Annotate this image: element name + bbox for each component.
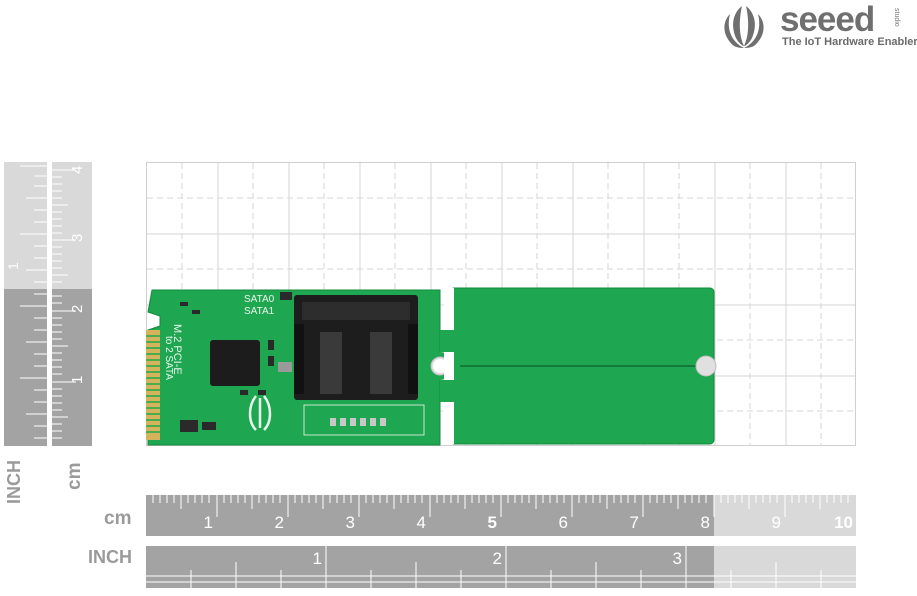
horizontal-cm-label: cm bbox=[104, 508, 132, 529]
vertical-cm-ruler: 1 2 3 4 bbox=[52, 162, 92, 446]
hcm-tick-10: 10 bbox=[834, 513, 853, 532]
horizontal-inch-ruler: 1 2 3 bbox=[146, 546, 856, 588]
hcm-tick-7: 7 bbox=[630, 513, 639, 532]
vcm-tick-3: 3 bbox=[69, 234, 86, 242]
silkscreen-outline bbox=[303, 404, 425, 436]
vertical-inch-label: INCH bbox=[4, 460, 24, 504]
silk-pcie: M.2 PCI-E bbox=[171, 324, 183, 375]
m2-sata-adapter-board: SATA0 SATA1 M.2 PCI-E to 2 SATA bbox=[146, 287, 717, 446]
m2-edge-connector bbox=[146, 330, 160, 440]
horizontal-inch-label: INCH bbox=[88, 547, 132, 567]
sata-connector bbox=[294, 295, 418, 400]
crystal bbox=[278, 362, 292, 372]
vcm-tick-4: 4 bbox=[69, 166, 86, 174]
controller-chip bbox=[210, 340, 260, 386]
hcm-tick-4: 4 bbox=[417, 513, 426, 532]
seeed-logo: seeed studio The IoT Hardware Enabler bbox=[716, 0, 917, 50]
hinch-tick-1: 1 bbox=[313, 549, 322, 568]
vertical-inch-ruler: 1 bbox=[4, 162, 47, 446]
brand-suffix: studio bbox=[893, 8, 900, 27]
hcm-tick-9: 9 bbox=[772, 513, 781, 532]
hcm-tick-5: 5 bbox=[488, 513, 497, 532]
hcm-tick-6: 6 bbox=[559, 513, 568, 532]
hcm-tick-3: 3 bbox=[346, 513, 355, 532]
brand-tagline: The IoT Hardware Enabler bbox=[782, 36, 917, 48]
hinch-tick-2: 2 bbox=[493, 549, 502, 568]
silk-sata: to 2 SATA bbox=[163, 336, 174, 380]
sata-pads bbox=[330, 418, 386, 426]
break-tab-bottom bbox=[440, 380, 454, 402]
board-logo-icon bbox=[248, 395, 272, 431]
silk-sata0: SATA0 bbox=[244, 294, 275, 305]
vertical-cm-label: cm bbox=[64, 462, 85, 490]
vcm-tick-2: 2 bbox=[69, 305, 86, 313]
break-tab-top bbox=[440, 330, 454, 352]
hcm-tick-1: 1 bbox=[204, 513, 213, 532]
break-gap bbox=[444, 288, 454, 444]
hcm-tick-8: 8 bbox=[701, 513, 710, 532]
horizontal-cm-ruler: 1 2 3 4 5 6 7 8 9 10 bbox=[146, 495, 856, 536]
vinch-tick-1: 1 bbox=[5, 262, 21, 270]
mounting-hole-right bbox=[695, 355, 717, 377]
hole-center bbox=[433, 359, 447, 373]
hinch-tick-3: 3 bbox=[673, 549, 682, 568]
components bbox=[180, 292, 292, 432]
hcm-tick-2: 2 bbox=[275, 513, 284, 532]
vcm-tick-1: 1 bbox=[69, 376, 86, 384]
seeed-flame-icon bbox=[724, 6, 764, 48]
brand-name: seeed bbox=[780, 0, 875, 39]
silk-sata1: SATA1 bbox=[244, 306, 275, 317]
